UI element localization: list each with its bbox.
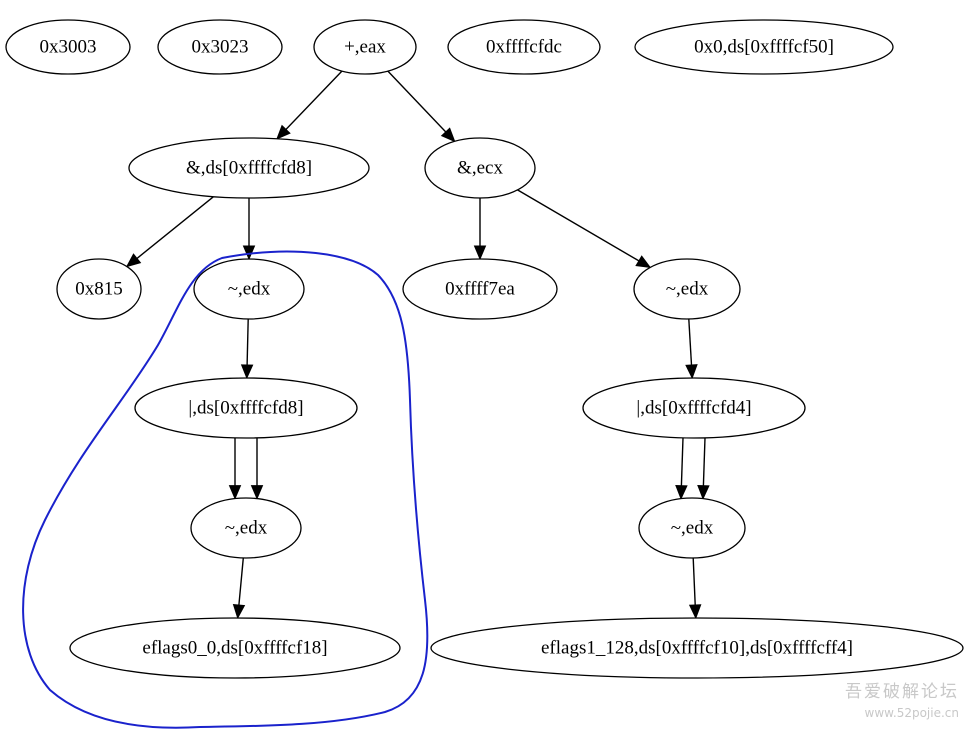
node-ellipse [69, 617, 401, 679]
edge-arrowhead [635, 255, 652, 269]
edge-arrowhead [688, 604, 702, 620]
node-ellipse [134, 377, 358, 439]
node-not-edx-2: ~,edx [633, 258, 741, 320]
edge-line [285, 70, 343, 130]
edge-arrowhead [697, 484, 710, 500]
node-ellipse [634, 19, 894, 75]
node-label: eflags1_128,ds[0xffffcf10],ds[0xffffcff4… [541, 638, 853, 659]
edge-not-edx-2-to-or-ds-d4 [685, 318, 698, 380]
node-label: 0x815 [75, 279, 123, 300]
node-ellipse [5, 19, 131, 75]
node-label: ~,edx [666, 279, 709, 300]
edge-line [702, 437, 706, 486]
edge-and-ds-to-not-edx-1 [242, 198, 256, 261]
edge-or-ds-d8-to-not-edx-3 [228, 437, 242, 500]
node-0x0-ds: 0x0,ds[0xffffcf50] [634, 19, 894, 75]
node-and-ds: &,ds[0xffffcfd8] [128, 137, 370, 199]
node-not-edx-1: ~,edx [193, 258, 305, 320]
node-label: 0xffffcfdc [486, 37, 562, 58]
node-label: |,ds[0xffffcfd8] [188, 398, 303, 419]
node-0xffffcfdc: 0xffffcfdc [447, 19, 601, 75]
node-add-eax: +,eax [313, 19, 417, 75]
edge-arrowhead [240, 364, 254, 380]
node-ellipse [56, 258, 142, 320]
node-ellipse [638, 497, 746, 559]
watermark-site-url: www.52pojie.cn [865, 706, 959, 720]
edge-add-eax-to-and-ecx [387, 70, 456, 143]
node-and-ecx: &,ecx [424, 137, 536, 199]
edge-not-edx-4-to-eflags1 [688, 557, 702, 620]
edge-not-edx-3-to-eflags0 [232, 557, 246, 620]
node-label: 0x3003 [40, 37, 97, 58]
node-ellipse [190, 497, 302, 559]
edge-line [238, 557, 244, 606]
nodes-layer: 0x3003 0x3023 +,eax 0xffffcfdc 0x0,ds[0xffff… [5, 19, 964, 679]
node-label: eflags0_0,ds[0xffffcf18] [142, 638, 327, 659]
node-label: ~,edx [671, 518, 714, 539]
edge-line [246, 318, 249, 366]
node-label: ~,edx [225, 518, 268, 539]
node-ellipse [157, 19, 283, 75]
node-ellipse [128, 137, 370, 199]
node-eflags0: eflags0_0,ds[0xffffcf18] [69, 617, 401, 679]
edge-line [688, 318, 693, 366]
edge-arrowhead [685, 364, 698, 380]
node-0x3003: 0x3003 [5, 19, 131, 75]
node-not-edx-4: ~,edx [638, 497, 746, 559]
node-label: 0x0,ds[0xffffcf50] [694, 37, 834, 58]
hand-drawn-circle-annotation [22, 250, 429, 729]
edge-or-ds-d4-to-not-edx-4 [697, 437, 710, 500]
edge-arrowhead [675, 484, 688, 500]
edge-arrowhead [232, 604, 246, 620]
node-label: ~,edx [228, 279, 271, 300]
edge-or-ds-d8-to-not-edx-3 [250, 437, 264, 500]
edge-line [517, 189, 640, 262]
node-0xffff7ea: 0xffff7ea [402, 258, 558, 320]
edge-arrowhead [125, 253, 142, 268]
node-ellipse [447, 19, 601, 75]
edge-and-ecx-to-not-edx-2 [517, 189, 652, 269]
edge-arrowhead [440, 127, 456, 143]
node-or-ds-d8: |,ds[0xffffcfd8] [134, 377, 358, 439]
node-ellipse [633, 258, 741, 320]
node-label: 0x3023 [192, 37, 249, 58]
node-or-ds-d4: |,ds[0xffffcfd4] [582, 377, 806, 439]
node-ellipse [313, 19, 417, 75]
node-label: |,ds[0xffffcfd4] [636, 398, 751, 419]
node-not-edx-3: ~,edx [190, 497, 302, 559]
node-ellipse [193, 258, 305, 320]
edge-line [387, 70, 447, 133]
edge-and-ds-to-0x815 [125, 196, 214, 268]
edge-arrowhead [473, 245, 487, 261]
node-ellipse [582, 377, 806, 439]
edge-line [680, 437, 684, 486]
node-eflags1: eflags1_128,ds[0xffffcf10],ds[0xffffcff4… [430, 617, 964, 679]
node-ellipse [402, 258, 558, 320]
node-label: &,ecx [457, 158, 503, 179]
edge-or-ds-d4-to-not-edx-4 [675, 437, 688, 500]
watermark-site-name: 吾爱破解论坛 [845, 682, 959, 702]
node-label: &,ds[0xffffcfd8] [186, 158, 312, 179]
edge-line [136, 196, 214, 259]
edge-add-eax-to-and-ds [276, 70, 343, 140]
edge-arrowhead [250, 485, 264, 500]
edge-arrowhead [228, 485, 242, 500]
edge-arrowhead [276, 124, 291, 140]
node-0x815: 0x815 [56, 258, 142, 320]
node-ellipse [430, 617, 964, 679]
edge-not-edx-1-to-or-ds-d8 [240, 318, 254, 380]
watermark: 吾爱破解论坛 www.52pojie.cn [845, 682, 959, 720]
node-0x3023: 0x3023 [157, 19, 283, 75]
edge-line [692, 557, 696, 606]
node-ellipse [424, 137, 536, 199]
node-label: 0xffff7ea [445, 279, 515, 300]
node-label: +,eax [344, 37, 386, 58]
edge-and-ecx-to-0xffff7ea [473, 198, 487, 261]
